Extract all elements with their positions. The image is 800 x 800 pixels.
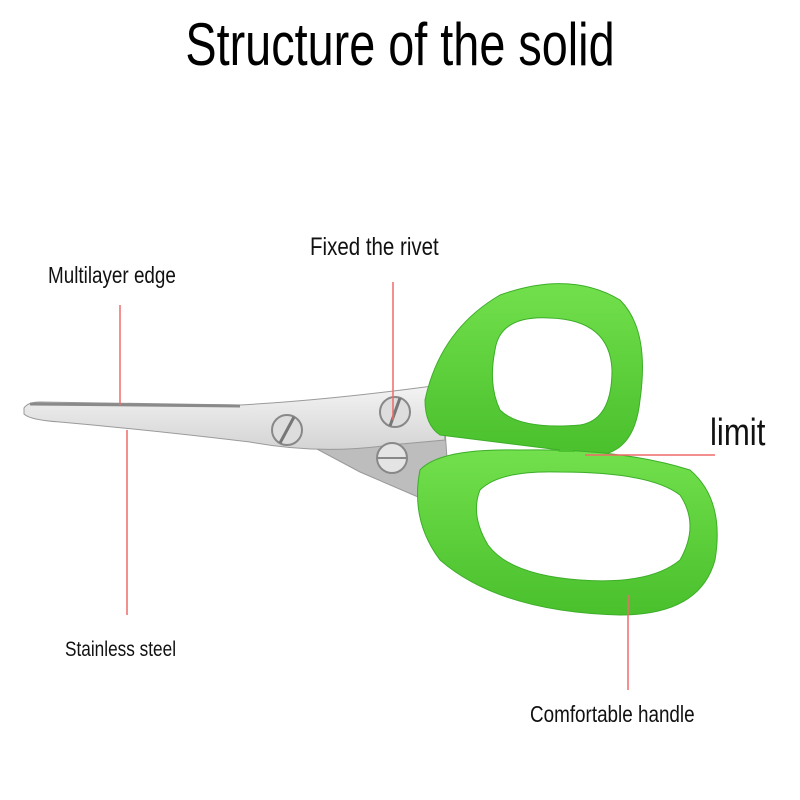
rivet-icon bbox=[379, 396, 411, 428]
leader-lines bbox=[119, 282, 715, 690]
limit-stop bbox=[558, 447, 575, 452]
label-stainless-steel: Stainless steel bbox=[65, 638, 177, 661]
diagram-title: Structure of the solid bbox=[185, 11, 615, 78]
label-fixed-rivet: Fixed the rivet bbox=[310, 233, 439, 261]
rivet-icon bbox=[271, 414, 303, 446]
upper-blade bbox=[23, 384, 446, 450]
label-comfortable-handle: Comfortable handle bbox=[530, 701, 695, 727]
upper-handle bbox=[424, 283, 643, 456]
label-multilayer-edge: Multilayer edge bbox=[48, 262, 176, 288]
lower-handle bbox=[417, 449, 718, 616]
rivet-icon bbox=[376, 442, 408, 474]
label-limit: limit bbox=[710, 412, 766, 454]
